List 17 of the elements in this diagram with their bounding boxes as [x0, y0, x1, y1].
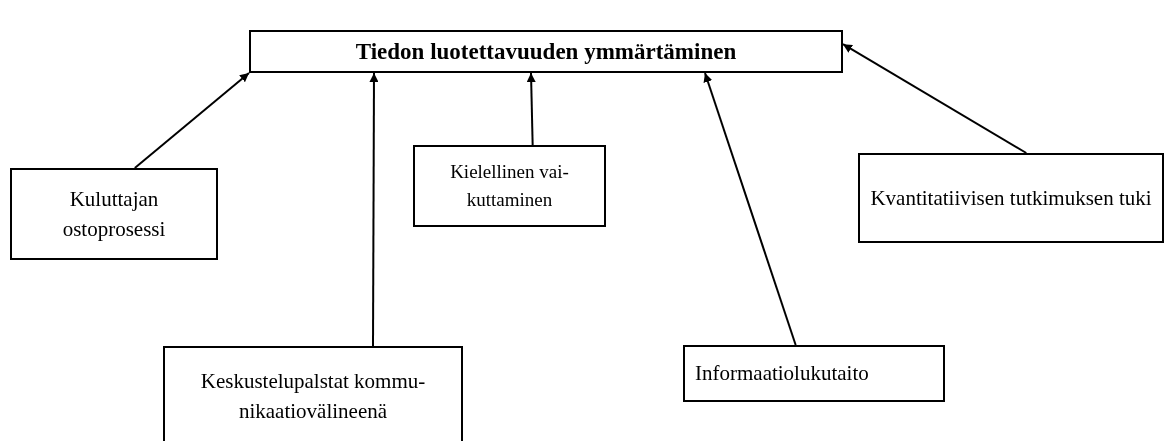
arrow	[526, 72, 536, 146]
box-label: Kielellinen vai- kuttaminen	[449, 160, 570, 212]
text-box	[413, 145, 606, 227]
box-label: Tiedon luotettavuuden ymmärtäminen	[355, 37, 737, 66]
text-box	[683, 345, 945, 402]
arrow	[703, 72, 797, 346]
text-box	[858, 153, 1164, 243]
box-label: Keskustelupalstat kommu- nikaatiovälineenä	[199, 367, 427, 425]
text-box	[163, 346, 463, 441]
box-label: Informaatiolukutaito	[695, 360, 869, 388]
text-box	[10, 168, 218, 260]
text-box	[249, 30, 843, 73]
box-label: Kvantitatiivisen tutkimuksen tuki	[870, 184, 1152, 212]
box-label: Kuluttajan ostoprosessi	[61, 185, 167, 243]
arrow	[369, 72, 379, 347]
arrow	[133, 72, 250, 169]
arrow	[842, 43, 1028, 154]
